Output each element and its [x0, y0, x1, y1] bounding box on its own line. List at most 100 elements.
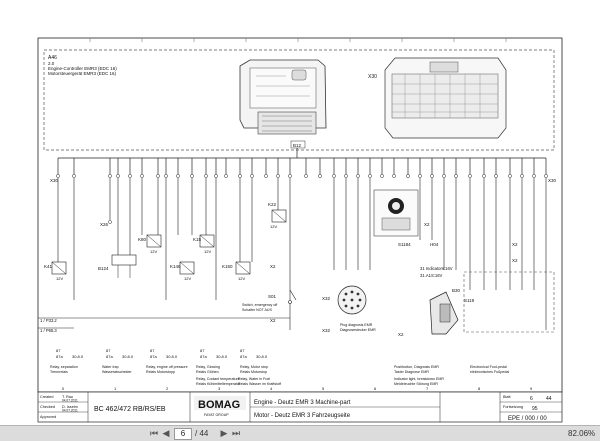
svg-text:87a: 87a [200, 354, 207, 359]
main-bus [57, 148, 547, 176]
relay-k41 [51, 261, 67, 275]
ecu-body [239, 59, 327, 135]
page-total: / 44 [195, 429, 209, 438]
svg-text:FAYAT GROUP: FAYAT GROUP [204, 413, 229, 417]
sensor-b124 [111, 254, 137, 278]
s1184-label: S1184 [398, 242, 411, 247]
tb-cont-no: 95 [532, 406, 538, 412]
indicator-1: 31 Indicators:16V [420, 266, 453, 271]
svg-text:87a: 87a [240, 354, 247, 359]
pedal-enclosure [463, 271, 555, 333]
svg-text:4: 4 [270, 386, 273, 391]
connector-x30-label: X30 [368, 74, 377, 80]
plug-b12-box [290, 140, 306, 149]
svg-text:87: 87 [150, 348, 155, 353]
tb-created-label: Created [40, 395, 54, 399]
relay-k41-sub: 12V [56, 276, 63, 281]
svg-text:30.8.0: 30.8.0 [122, 354, 134, 359]
svg-text:Relais Glühen: Relais Glühen [196, 370, 219, 374]
pushbutton-s1184 [373, 189, 419, 237]
plug-diag-de: Diagnosestecker EMR [340, 328, 376, 332]
tb-approved-label: Approved [40, 415, 56, 419]
x26-label: X26 [100, 222, 109, 227]
b30-label: B30 [452, 288, 461, 293]
svg-text:Electronical Foot-pedal: Electronical Foot-pedal [470, 365, 507, 369]
svg-text:87: 87 [56, 348, 61, 353]
tb-checked-by: D. Isselm [62, 405, 78, 409]
page-number-input[interactable]: 6 [174, 428, 192, 440]
svg-text:9: 9 [530, 386, 533, 391]
relay-k41-label: K41 [44, 264, 53, 269]
cross-ref-2: 1 / P65.3 [40, 328, 57, 333]
svg-text:Relais Wasser im Kraftstoff: Relais Wasser im Kraftstoff [238, 382, 281, 386]
title-block [37, 391, 563, 423]
schematic-sheet: A46 2.0 Engine-Controller EMR3 (EDC 16) … [37, 37, 563, 423]
switch-s01 [288, 289, 297, 304]
tb-checked-label: Checked [40, 405, 55, 409]
previous-page-icon[interactable]: ◀ [162, 429, 170, 439]
svg-text:Relay, Water in Fuel: Relay, Water in Fuel [238, 377, 270, 381]
zoom-level[interactable]: 82.06% [568, 429, 596, 438]
svg-text:Water trap: Water trap [102, 365, 119, 369]
svg-text:Relais Motorstopp: Relais Motorstopp [146, 370, 175, 374]
svg-text:Relay, separation: Relay, separation [50, 365, 78, 369]
tb-sheet-of: 44 [546, 396, 552, 402]
svg-text:2: 2 [166, 386, 169, 391]
terminal-row [56, 174, 548, 178]
s119-label: S119 [464, 298, 475, 303]
svg-text:Relay, Motor stop: Relay, Motor stop [240, 365, 268, 369]
switch-s01-label: S01 [268, 294, 277, 299]
svg-text:Taster Diagnose EMR: Taster Diagnose EMR [394, 370, 429, 374]
relay-k146-sub: 12V [184, 276, 191, 281]
relay-k22 [271, 209, 287, 223]
x2-c-label: X2 [424, 222, 430, 227]
tb-title-en: Engine - Deutz EMR 3 Machine-part [254, 400, 351, 406]
svg-text:87: 87 [200, 348, 205, 353]
plug-diag-en: Plug diagnosis EMR [340, 323, 373, 327]
relay-k80 [146, 234, 162, 248]
svg-text:6: 6 [374, 386, 377, 391]
last-page-icon[interactable]: ⏭ [231, 429, 241, 439]
tb-title-de: Motor - Deutz EMR 3 Fahrzeugseite [254, 413, 351, 419]
svg-text:elektronisches Fußpedal: elektronisches Fußpedal [470, 370, 509, 374]
relay-k150-sub: 12V [238, 276, 245, 281]
svg-text:87a: 87a [150, 354, 157, 359]
svg-text:3: 3 [218, 386, 221, 391]
switch-s01-desc-en: Switch, emergency off [242, 303, 277, 307]
svg-text:30.8.0: 30.8.0 [216, 354, 228, 359]
next-page-icon[interactable]: ▶ [220, 429, 228, 439]
tb-created-by: T. Rau [62, 395, 73, 399]
x2-b-label: X2 [270, 318, 276, 323]
tb-sheet-label: Blatt [503, 395, 512, 399]
first-page-icon[interactable]: ⏮ [149, 429, 159, 439]
sensor-b124-label: B124 [98, 266, 109, 271]
x2-e-label: X2 [512, 242, 518, 247]
svg-text:Meldeleuchte Störung EMR: Meldeleuchte Störung EMR [394, 382, 438, 386]
relay-k22-sub: 12V [270, 224, 277, 229]
switch-s01-desc-de: Schalter NOT AUS [242, 308, 272, 312]
connector-x30 [384, 57, 507, 139]
svg-text:0: 0 [62, 386, 65, 391]
controller-name-en: Engine-Controller EMR3 (EDC 16) [48, 66, 117, 71]
svg-text:87a: 87a [106, 354, 113, 359]
h04-label: H04 [430, 242, 439, 247]
tb-checked-date: 04.07.2011 [62, 409, 78, 413]
diagnostic-plug [337, 285, 367, 315]
svg-text:BOMAG: BOMAG [198, 399, 240, 411]
svg-text:Relay, Coolant temperature: Relay, Coolant temperature [196, 377, 240, 381]
svg-text:8: 8 [478, 386, 481, 391]
svg-text:5: 5 [322, 386, 325, 391]
svg-text:Relais Kühlmitteltemperatur: Relais Kühlmitteltemperatur [196, 382, 241, 386]
tb-doc-code: EPE / 000 / 00 [508, 416, 547, 422]
svg-text:87: 87 [240, 348, 245, 353]
relay-k22-label: K22 [268, 202, 277, 207]
relay-k146 [179, 261, 195, 275]
terminal-label-left: X30 [50, 178, 59, 183]
viewer-toolbar: ⏮ ◀ 6 / 44 ▶ ⏭ 82.06% [0, 425, 600, 441]
relay-k80-sub: 12V [150, 249, 157, 254]
relay-k150-label: K150 [222, 264, 233, 269]
column-numbers: 0 1 2 3 4 5 6 7 8 9 [62, 386, 533, 391]
x26-terminal [108, 220, 112, 224]
component-captions: Relay, separation Trennrelais Water trap… [50, 365, 509, 386]
svg-text:Relais Motorstop: Relais Motorstop [240, 370, 267, 374]
